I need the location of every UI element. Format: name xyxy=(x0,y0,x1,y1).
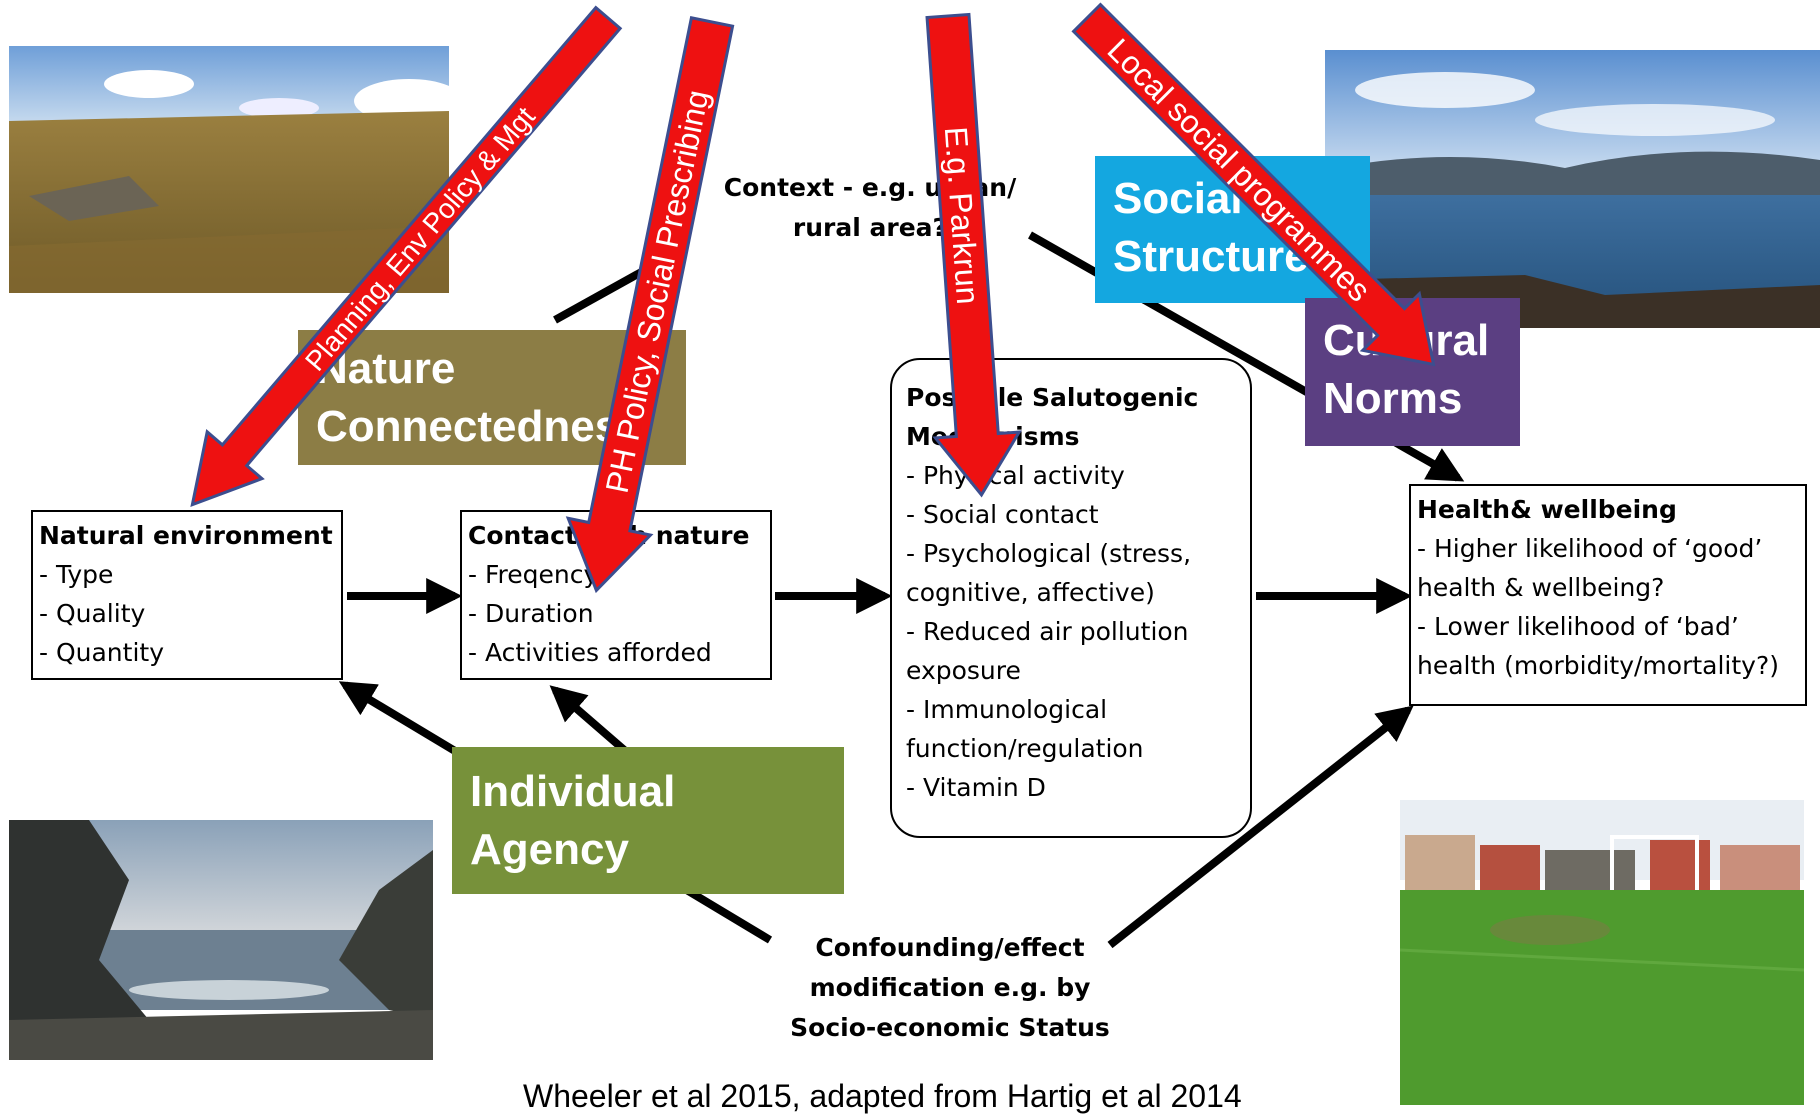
citation: Wheeler et al 2015, adapted from Hartig … xyxy=(523,1078,1242,1114)
red-arrow-ph-policy-label: PH Policy, Social Prescribing xyxy=(599,87,716,496)
contact-with-nature-box: Contact with nature - Freqency - Duratio… xyxy=(460,510,772,680)
arrow-confounding-to-contact xyxy=(549,685,633,759)
red-arrow-planning: Planning, Env Policy & Mgt xyxy=(190,5,623,508)
natural-environment-item: - Type xyxy=(39,560,114,589)
health-item: - Higher likelihood of ‘good’ health & w… xyxy=(1417,534,1763,602)
red-arrow-local: Local social programmes xyxy=(1071,2,1436,367)
coastal-cove-photo xyxy=(9,820,433,1060)
mechanism-item: - Immunological function/regulation xyxy=(906,695,1144,763)
red-arrow-planning-label: Planning, Env Policy & Mgt xyxy=(299,101,541,377)
natural-environment-item: - Quality xyxy=(39,599,146,628)
natural-environment-box: Natural environment - Type - Quality - Q… xyxy=(31,510,343,680)
mechanism-item: - Social contact xyxy=(906,500,1099,529)
confounding-label: Confounding/effect modification e.g. by … xyxy=(790,933,1110,1042)
cultural-norms-theme: Cultural Norms xyxy=(1305,298,1520,446)
individual-agency-theme: Individual Agency xyxy=(452,747,844,894)
mechanism-item: - Psychological (stress, cognitive, affe… xyxy=(906,539,1192,607)
natural-environment-item: - Quantity xyxy=(39,638,164,667)
contact-with-nature-item: - Duration xyxy=(468,599,594,628)
red-arrow-local-label: Local social programmes xyxy=(1101,32,1378,309)
mechanism-item: - Physical activity xyxy=(906,461,1125,490)
mechanism-item: - Vitamin D xyxy=(906,773,1046,802)
arrow-confounding-to-health xyxy=(1107,705,1414,949)
mechanism-item: - Reduced air pollution exposure xyxy=(906,617,1189,685)
moorland-photo xyxy=(9,46,449,293)
red-arrow-ph-policy: PH Policy, Social Prescribing xyxy=(565,16,735,594)
natural-environment-title: Natural environment xyxy=(39,521,333,550)
playing-field-photo xyxy=(1400,800,1804,1105)
contact-with-nature-item: - Activities afforded xyxy=(468,638,712,667)
red-arrow-parkrun: E.g. Parkrun xyxy=(925,12,1022,498)
health-wellbeing-title: Health& wellbeing xyxy=(1417,495,1677,524)
health-wellbeing-box: Health& wellbeing - Higher likelihood of… xyxy=(1409,484,1807,706)
arrow-context-to-env xyxy=(553,266,647,324)
health-item: - Lower likelihood of ‘bad’ health (morb… xyxy=(1417,612,1779,680)
contact-with-nature-item: - Freqency xyxy=(468,560,599,589)
